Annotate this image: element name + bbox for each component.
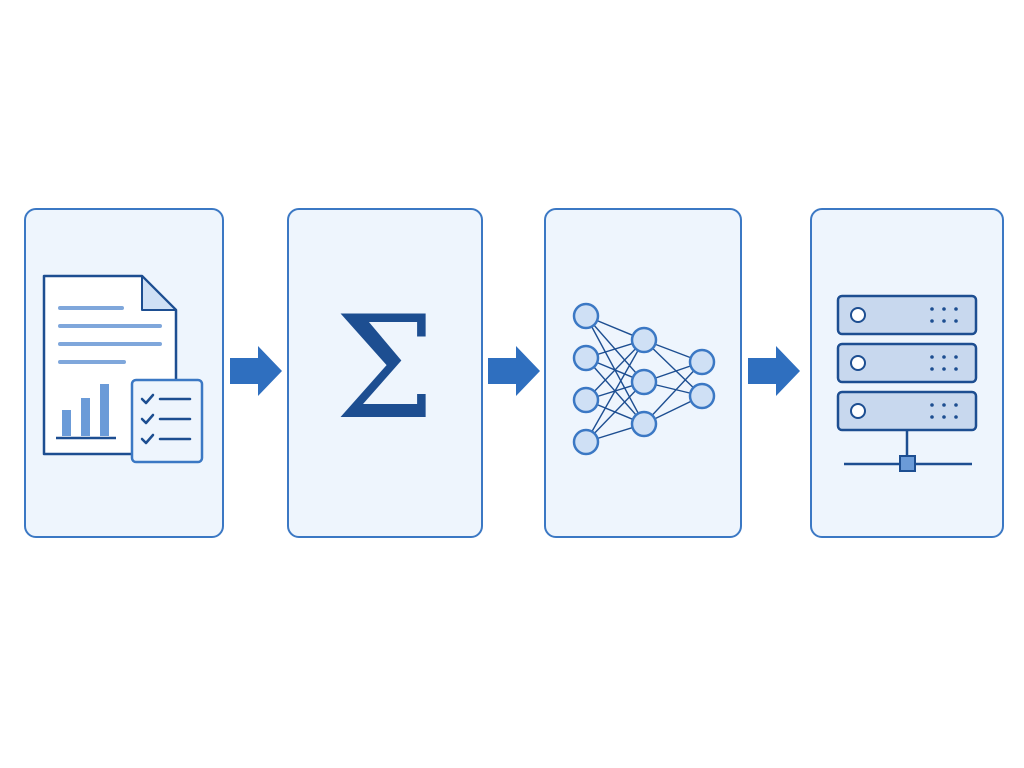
stage-server-panel <box>810 208 1004 538</box>
server-rack-icon <box>836 294 978 472</box>
stage-model-panel <box>544 208 742 538</box>
stage-report-panel <box>24 208 224 538</box>
arrow-right-icon <box>488 346 540 396</box>
arrow-right-icon <box>230 346 282 396</box>
stage-summation-panel: Σ <box>287 208 483 538</box>
sigma-icon: Σ <box>334 286 436 451</box>
neural-network-icon <box>572 302 716 456</box>
report-document-icon <box>42 274 204 464</box>
arrow-right-icon <box>748 346 800 396</box>
